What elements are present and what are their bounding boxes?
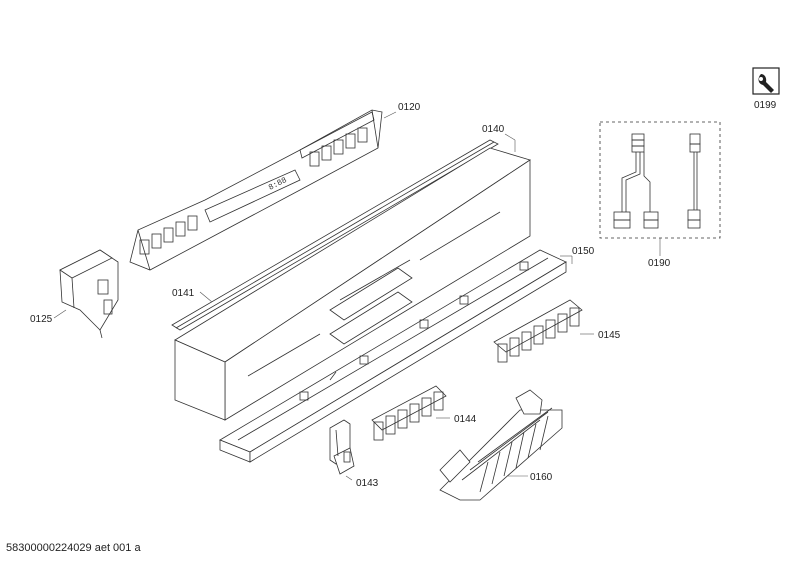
part-0143-switch[interactable] [329,419,355,475]
label-0125: 0125 [30,314,53,325]
label-0190: 0190 [648,258,671,269]
part-0190-cable-harness[interactable] [599,121,721,239]
label-0199: 0199 [754,100,777,111]
part-0160-grid-cover[interactable] [439,389,563,501]
part-0150-frame-rail[interactable] [219,249,567,463]
document-id-footer: 58300000224029 aet 001 a [6,542,141,554]
label-0143: 0143 [356,478,379,489]
part-0140-control-panel[interactable] [174,147,531,421]
label-0141: 0141 [172,288,195,299]
part-0141-seal-strip[interactable] [171,139,499,331]
label-0150: 0150 [572,246,595,257]
part-0120-control-module[interactable]: 8:88 [129,109,383,271]
label-0160: 0160 [530,472,553,483]
label-0144: 0144 [454,414,477,425]
label-0145: 0145 [598,330,621,341]
part-0145-button-strip[interactable] [493,299,583,363]
label-0120: 0120 [398,102,421,113]
label-0140: 0140 [482,124,505,135]
part-0144-button-strip[interactable] [371,385,447,441]
part-0125-bracket[interactable] [59,249,119,339]
wrench-service-icon[interactable] [752,67,780,95]
